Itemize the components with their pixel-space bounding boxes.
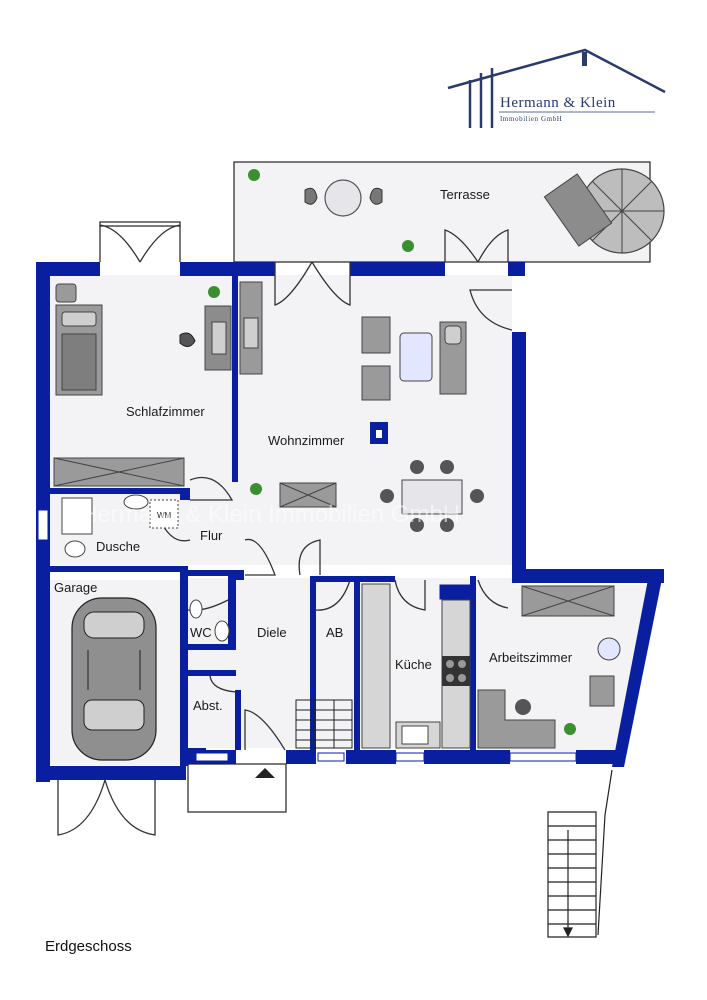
room-label-dusche: Dusche bbox=[96, 539, 140, 554]
kitchen-furniture bbox=[361, 583, 471, 749]
room-label-wc: WC bbox=[190, 625, 212, 640]
room-label-diele: Diele bbox=[257, 625, 287, 640]
floor-label: Erdgeschoss bbox=[45, 938, 132, 955]
wc-furniture bbox=[189, 599, 230, 642]
room-label-flur: Flur bbox=[200, 528, 223, 543]
shower-room-furniture bbox=[61, 494, 179, 558]
room-label-garage: Garage bbox=[54, 580, 97, 595]
windows bbox=[37, 509, 577, 762]
room-label-wohnzimmer: Wohnzimmer bbox=[268, 433, 345, 448]
outdoor-stairs bbox=[547, 769, 613, 938]
doors bbox=[57, 221, 513, 836]
company-logo: Hermann & Klein Immobilien GmbH bbox=[447, 48, 666, 128]
living-room-furniture bbox=[239, 281, 484, 532]
washer-label: WM bbox=[157, 511, 172, 520]
entrance-step bbox=[187, 763, 287, 813]
study-furniture bbox=[477, 585, 621, 749]
room-label-arbeitszimmer: Arbeitszimmer bbox=[489, 650, 573, 665]
walls bbox=[36, 262, 664, 782]
room-label-schlafzimmer: Schlafzimmer bbox=[126, 404, 205, 419]
logo-name: Hermann & Klein bbox=[500, 95, 616, 111]
garage-car bbox=[71, 597, 157, 761]
room-label-abst: Abst. bbox=[193, 698, 223, 713]
bedroom-furniture bbox=[53, 283, 232, 487]
ab-stairs bbox=[295, 699, 353, 749]
room-label-kueche: Küche bbox=[395, 657, 432, 672]
room-label-ab: AB bbox=[326, 625, 343, 640]
logo-subtitle: Immobilien GmbH bbox=[500, 115, 562, 123]
watermark-text: Hermann & Klein Immobilien GmbH bbox=[80, 501, 460, 528]
room-label-terrasse: Terrasse bbox=[440, 187, 490, 202]
terrace-furniture bbox=[248, 168, 665, 254]
